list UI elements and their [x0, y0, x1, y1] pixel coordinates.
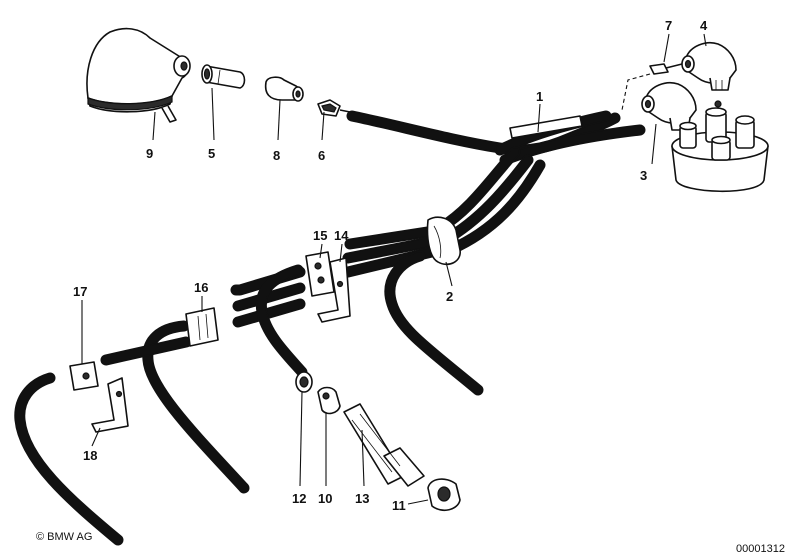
holder-part-17 — [69, 361, 99, 391]
callout-9: 9 — [146, 146, 153, 161]
coil-cap-part-9 — [86, 27, 191, 123]
callout-7: 7 — [665, 18, 672, 33]
callout-16: 16 — [194, 280, 208, 295]
terminal-sleeve-part-5 — [201, 64, 246, 89]
spark-plug-connector-part-4 — [681, 42, 737, 91]
callout-17: 17 — [73, 284, 87, 299]
left-wire-set — [14, 264, 308, 546]
callout-11: 11 — [392, 498, 406, 513]
distributor-cap — [671, 100, 769, 193]
callout-8: 8 — [273, 148, 280, 163]
callout-10: 10 — [318, 491, 332, 506]
holder-part-15 — [305, 251, 335, 297]
bracket-part-18 — [91, 377, 129, 433]
callout-4: 4 — [700, 18, 708, 33]
callout-1: 1 — [536, 89, 543, 104]
callout-labels: 1 2 3 4 5 6 7 8 9 10 11 12 13 14 15 16 1… — [73, 18, 708, 513]
sleeve-part-12 — [295, 371, 313, 393]
callout-5: 5 — [208, 146, 215, 161]
callout-leaders — [81, 33, 707, 505]
callout-13: 13 — [355, 491, 369, 506]
connector-part-10 — [317, 386, 341, 415]
clip-part-6 — [317, 99, 351, 117]
wiring-harness — [342, 110, 646, 396]
callout-14: 14 — [334, 228, 349, 243]
callout-3: 3 — [640, 168, 647, 183]
plug-part-13 — [343, 403, 425, 487]
callout-6: 6 — [318, 148, 325, 163]
copyright-notice: © BMW AG — [36, 531, 92, 543]
callout-12: 12 — [292, 491, 306, 506]
callout-15: 15 — [313, 228, 327, 243]
terminal-part-7 — [621, 63, 683, 111]
holder-part-16 — [185, 307, 219, 347]
bracket-part-14 — [317, 257, 351, 323]
connector-part-8 — [264, 76, 304, 102]
drawing-number: 00001312 — [736, 543, 785, 555]
callout-2: 2 — [446, 289, 453, 304]
cap-part-11 — [427, 478, 461, 512]
callout-18: 18 — [83, 448, 97, 463]
